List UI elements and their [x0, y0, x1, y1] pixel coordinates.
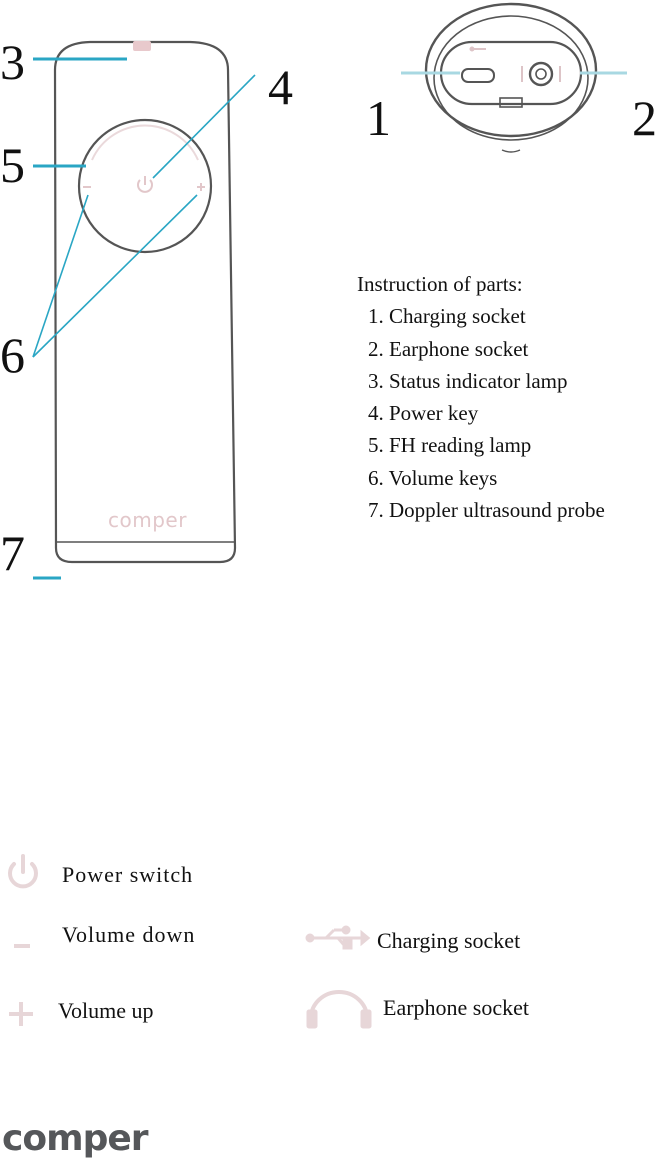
- device-end-view: [424, 2, 598, 153]
- legend-volume-down-label: Volume down: [62, 922, 196, 947]
- callout-5: 5: [0, 137, 25, 193]
- status-indicator-lamp: [133, 41, 151, 51]
- instructions-title: Instruction of parts:: [357, 272, 523, 296]
- instruction-item: 1. Charging socket: [368, 304, 526, 329]
- legend-usb-icon: [305, 925, 371, 950]
- end-view-usb-mark: [469, 46, 486, 52]
- instruction-item: 2. Earphone socket: [368, 336, 529, 361]
- legend-earphone-label: Earphone socket: [383, 995, 529, 1020]
- footer-logo: comper: [2, 1118, 149, 1159]
- legend-plus-icon: [9, 1002, 33, 1026]
- legend-power-label: Power switch: [62, 862, 194, 887]
- device-body: [53, 40, 237, 564]
- callout-4: 4: [268, 59, 293, 115]
- callout-7: 7: [0, 525, 25, 581]
- parts-instructions: Instruction of parts: 1. Charging socket…: [357, 268, 605, 526]
- disc-power-icon: [137, 176, 153, 193]
- callout-6: 6: [0, 327, 25, 383]
- instruction-item: 3. Status indicator lamp: [368, 368, 568, 393]
- callout-2: 2: [632, 90, 657, 146]
- leader-line-6b: [32, 194, 198, 358]
- callout-3: 3: [0, 34, 25, 90]
- instruction-item: 4. Power key: [368, 401, 479, 426]
- instruction-item: 7. Doppler ultrasound probe: [368, 498, 605, 523]
- device-brand-logo: comper: [108, 508, 187, 532]
- instruction-item: 6. Volume keys: [368, 465, 498, 490]
- legend-headphones-icon: [306, 990, 372, 1029]
- callout-1: 1: [366, 90, 391, 146]
- instruction-item: 5. FH reading lamp: [368, 433, 532, 458]
- control-disc: [77, 118, 213, 254]
- legend-charging-label: Charging socket: [377, 928, 521, 953]
- end-view-headphone-mark: [521, 66, 561, 82]
- fh-reading-lamp-arc: [91, 124, 199, 161]
- footer-logo-text: comper: [2, 1118, 149, 1159]
- leader-line-4: [152, 74, 256, 179]
- disc-plus-icon: [197, 183, 205, 191]
- legend-volume-up-label: Volume up: [58, 998, 154, 1023]
- legend-power-icon: [8, 854, 38, 889]
- leader-line-6a: [32, 194, 89, 358]
